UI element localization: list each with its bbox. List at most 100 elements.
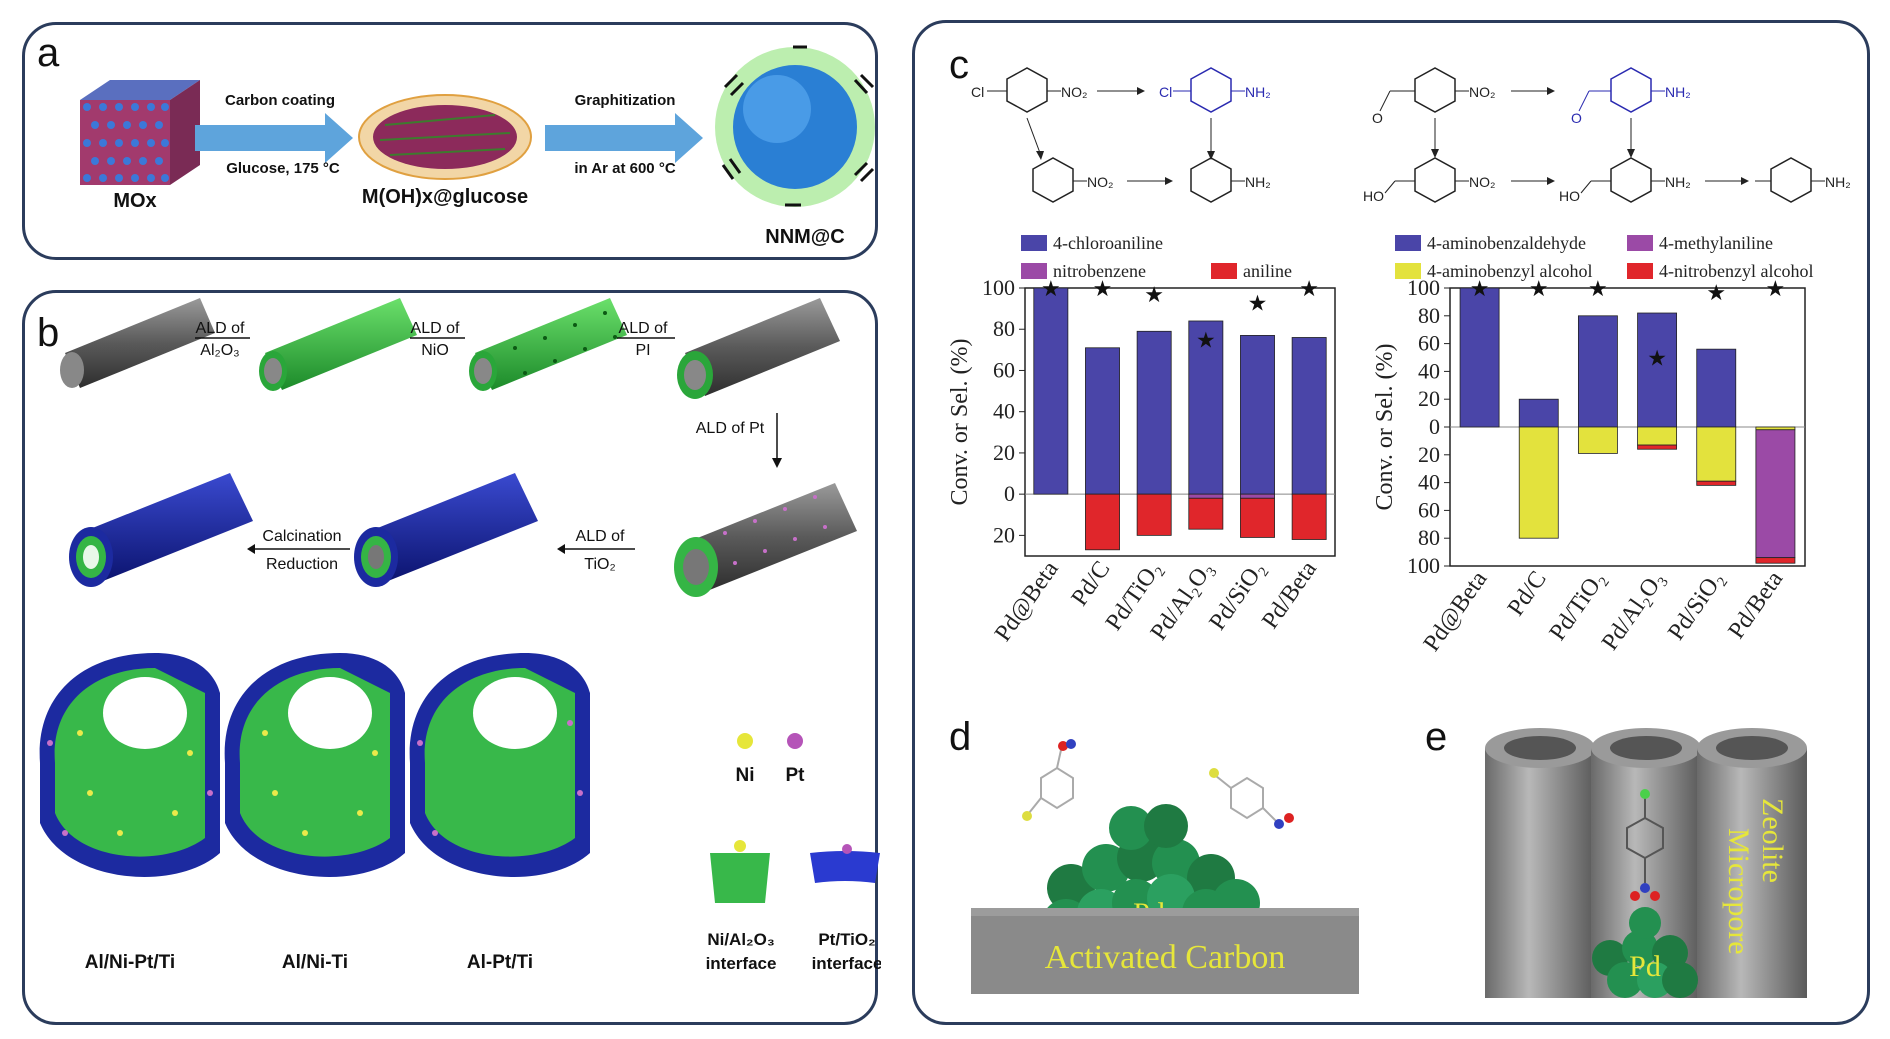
scheme-left-nh2-2: NH₂ [1245, 174, 1271, 190]
panel-a-label: a [37, 31, 60, 75]
step1-bottom-text: Glucose, 175 °C [226, 160, 340, 177]
panel-e-image: Pd Micropore Zeolite [1485, 728, 1807, 998]
y-tick-label: 80 [1418, 525, 1440, 550]
cutaway-al-pt-ti [409, 653, 590, 877]
conversion-star-marker: ★ [1766, 276, 1786, 301]
scheme-left-no2-1: NO₂ [1061, 84, 1087, 100]
conversion-star-marker: ★ [1647, 346, 1667, 371]
molecule-left [1028, 749, 1074, 814]
conversion-star-marker: ★ [1144, 282, 1164, 307]
y-tick-label: 40 [1418, 358, 1440, 383]
scheme-left-cl-2: Cl [1159, 84, 1172, 100]
ald5-line1: ALD of [576, 528, 625, 545]
legend-label: 4-aminobenzyl alcohol [1427, 261, 1592, 281]
bar [1136, 330, 1172, 495]
calc-line2: Reduction [266, 556, 338, 573]
mox-label: MOx [113, 190, 156, 212]
nnm-sphere-image [715, 45, 875, 207]
step2-top-text: Graphitization [575, 92, 676, 109]
legend-swatch [1021, 263, 1047, 279]
legend-label: 4-nitrobenzyl alcohol [1659, 261, 1813, 281]
calc-line1: Calcination [262, 528, 341, 545]
bar [1033, 287, 1069, 495]
scheme-right-ho-1: HO [1363, 188, 1384, 204]
y-tick-label: 60 [993, 357, 1015, 382]
conversion-star-marker: ★ [1706, 280, 1726, 305]
legend-swatch [1021, 235, 1047, 251]
step2-bottom-text: in Ar at 600 °C [574, 160, 675, 177]
y-tick-label: 100 [1407, 553, 1440, 578]
bar [1188, 320, 1224, 495]
panel-d-image: Pd Activated Carbon [971, 739, 1359, 994]
tube-blue-calcined [69, 473, 253, 587]
y-tick-label: 60 [1418, 331, 1440, 356]
y-tick-label: 20 [1418, 442, 1440, 467]
arrow-1 [195, 113, 353, 163]
panel-a: a MOx Carbon coating Glucose, 175 °C [22, 22, 878, 260]
scheme-left-no2-2: NO₂ [1087, 174, 1113, 190]
ni-al2o3-interface-icon [710, 840, 770, 903]
legend-swatch [1627, 235, 1653, 251]
ald4-label: ALD of Pt [696, 420, 765, 437]
zeolite-label: Zeolite [1756, 798, 1789, 883]
x-tick-label: Pd/Beta [1723, 566, 1788, 643]
y-tick-label: 0 [1429, 414, 1440, 439]
bar [1755, 426, 1796, 431]
ni-legend-dot [737, 733, 753, 749]
legend-swatch [1211, 263, 1237, 279]
y-tick-label: 40 [1418, 470, 1440, 495]
nnmc-label: NNM@C [765, 226, 845, 248]
y-tick-label: 0 [1004, 481, 1015, 506]
panel-d-label: d [949, 715, 972, 759]
bar [1240, 493, 1275, 499]
tube-grey-pt [674, 483, 857, 597]
scheme-right-no2-2: NO₂ [1469, 174, 1495, 190]
x-tick-label: Pd/SiO₂ [1663, 567, 1729, 646]
cutaway-al-ni-pt-ti [39, 653, 220, 877]
activated-carbon-label: Activated Carbon [1045, 939, 1286, 976]
ald2-line2: NiO [421, 342, 449, 359]
panel-b-scheme: ALD of Al₂O₃ ALD of NiO ALD of PI ALD of… [39, 298, 881, 973]
ald3-line1: ALD of [619, 320, 668, 337]
conversion-star-marker: ★ [1529, 276, 1549, 301]
bar [1291, 337, 1327, 495]
bar [1755, 557, 1796, 564]
bar [1085, 347, 1120, 495]
bar [1240, 497, 1275, 538]
interface1-line2: interface [706, 954, 777, 973]
zeolite-cylinder-left [1485, 728, 1595, 998]
bar [1291, 493, 1327, 540]
legend-label: 4-aminobenzaldehyde [1427, 233, 1586, 253]
panel-b-label: b [37, 311, 60, 355]
y-tick-label: 20 [1418, 386, 1440, 411]
bar [1188, 493, 1224, 499]
mohx-label: M(OH)x@glucose [362, 186, 528, 208]
bar [1637, 426, 1678, 446]
scheme-right-nh2-3: NH₂ [1825, 174, 1851, 190]
x-tick-label: Pd/C [1067, 557, 1116, 611]
y-axis-label: Conv. or Sel. (%) [947, 338, 973, 505]
mox-cube-image [80, 80, 200, 185]
step1-top-text: Carbon coating [225, 92, 335, 109]
bar [1240, 335, 1275, 495]
scheme-right-nh2-1: NH₂ [1665, 84, 1691, 100]
sample-label-2: Al/Ni-Ti [282, 952, 348, 973]
scheme-left-nh2-1: NH₂ [1245, 84, 1271, 100]
tube-green-1 [259, 298, 417, 391]
bar [1518, 426, 1559, 539]
y-tick-label: 40 [993, 399, 1015, 424]
bar [1518, 398, 1559, 428]
pd-cluster-in-pore [1592, 907, 1698, 998]
x-tick-label: Pd/C [1503, 567, 1552, 621]
molecule-right [1215, 775, 1278, 823]
y-tick-label: 100 [982, 275, 1015, 300]
tube-blue-tio2 [354, 473, 538, 587]
bar [1637, 312, 1678, 428]
pt-legend-label: Pt [786, 765, 806, 786]
legend-label: 4-methylaniline [1659, 233, 1773, 253]
tube-green-dotted [469, 298, 627, 391]
x-tick-label: Pd@Beta [990, 556, 1064, 646]
ald2-line1: ALD of [411, 320, 460, 337]
interface1-line1: Ni/Al₂O₃ [707, 930, 774, 949]
